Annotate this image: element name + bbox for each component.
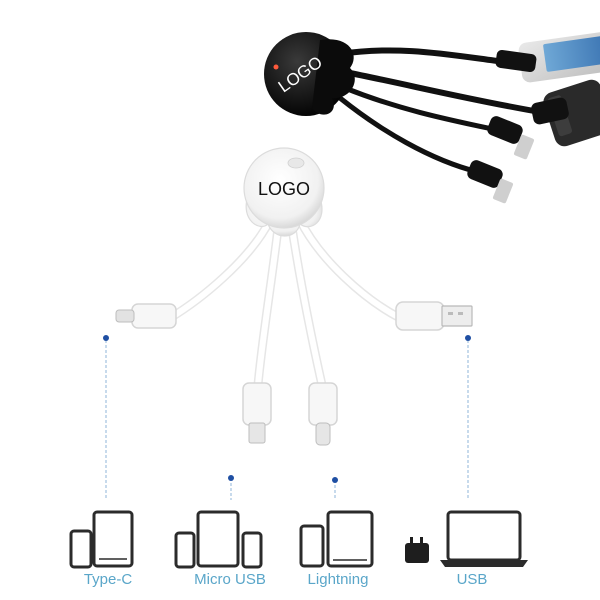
micro-usb-label: Micro USB <box>194 571 266 588</box>
smartphone-photo <box>518 32 600 83</box>
type-c-devices-icon <box>69 510 134 569</box>
lightning-connector <box>308 382 338 446</box>
type-c-label: Type-C <box>83 571 133 588</box>
white-logo-text: LOGO <box>258 179 310 199</box>
white-octopus-body <box>243 147 325 237</box>
usb-devices-icon <box>405 510 528 567</box>
type-c-connector <box>115 303 177 329</box>
black-octopus-body <box>264 32 355 116</box>
micro-usb-devices-icon <box>174 510 263 569</box>
lightning-devices-icon <box>299 510 374 568</box>
usb-a-connector <box>395 301 473 331</box>
usb-label: USB <box>456 571 488 588</box>
white-octopus-cable: LOGO <box>115 147 473 446</box>
black-octopus-cable: LOGO <box>264 32 600 204</box>
micro-usb-connector <box>242 382 272 444</box>
lightning-label: Lightning <box>307 571 369 588</box>
guide-lines <box>103 335 471 500</box>
